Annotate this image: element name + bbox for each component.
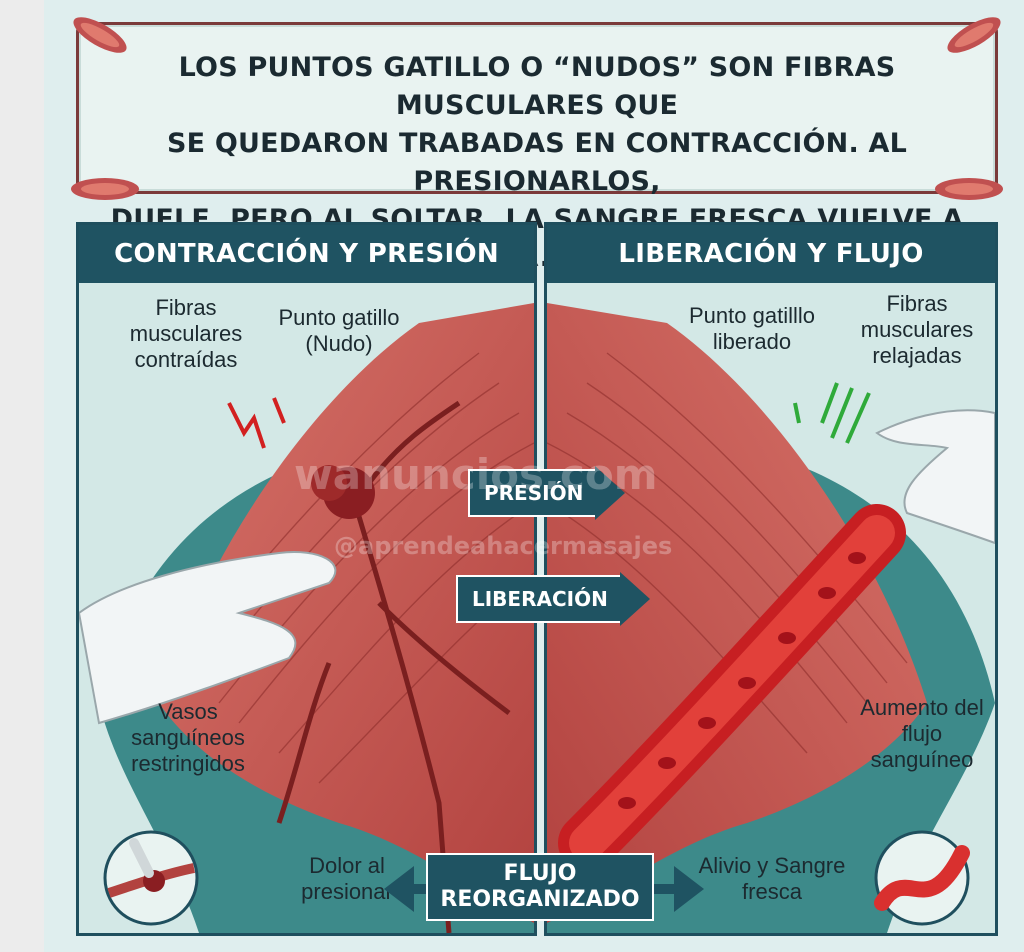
label-pain: Dolor al presionar [301,853,393,904]
title-line-1: LOS PUNTOS GATILLO O “NUDOS” SON FIBRAS … [178,52,896,121]
label-trigger-point: Punto gatillo (Nudo) [278,305,400,356]
label-restricted-vessels: Vasos sanguíneos restringidos [131,699,245,776]
badge-line-1: FLUJO [503,861,577,886]
title-line-2: SE QUEDARON TRABADAS EN CONTRACCIÓN. AL … [166,128,908,197]
muscle-corner-icon [947,17,1001,53]
label-released-trigger: Punto gatilllo liberado [689,303,815,354]
label-relief: Alivio y Sangre fresca [698,853,846,904]
infographic: LOS PUNTOS GATILLO O “NUDOS” SON FIBRAS … [44,0,1024,952]
label-contracted-fibers: Fibras musculares contraídas [129,295,243,372]
panel-header-contraction: CONTRACCIÓN Y PRESIÓN [79,225,534,283]
badge-line-2: REORGANIZADO [440,887,640,912]
released-muscle-illustration [547,283,995,933]
pressure-arrow: PRESIÓN [468,466,626,520]
panel-header-release: LIBERACIÓN Y FLUJO [547,225,995,283]
arrow-right-icon [619,572,650,626]
muscle-corner-icon [935,178,1003,200]
label-increased-flow: Aumento del flujo sanguíneo [860,695,984,772]
muscle-corner-icon [73,17,127,53]
label-relaxed-fibers: Fibras musculares relajadas [860,291,974,368]
panel-release: LIBERACIÓN Y FLUJO [544,222,998,936]
reorganized-flow-label: FLUJO REORGANIZADO [426,853,654,921]
reorganized-flow-badge: FLUJO REORGANIZADO [426,850,654,924]
title-box: LOS PUNTOS GATILLO O “NUDOS” SON FIBRAS … [71,17,1003,273]
muscle-corner-icon [71,178,139,200]
pressure-arrow-label: PRESIÓN [468,469,598,517]
release-arrow-label: LIBERACIÓN [456,575,622,623]
arrow-right-icon [595,466,626,520]
release-arrow: LIBERACIÓN [456,572,650,626]
